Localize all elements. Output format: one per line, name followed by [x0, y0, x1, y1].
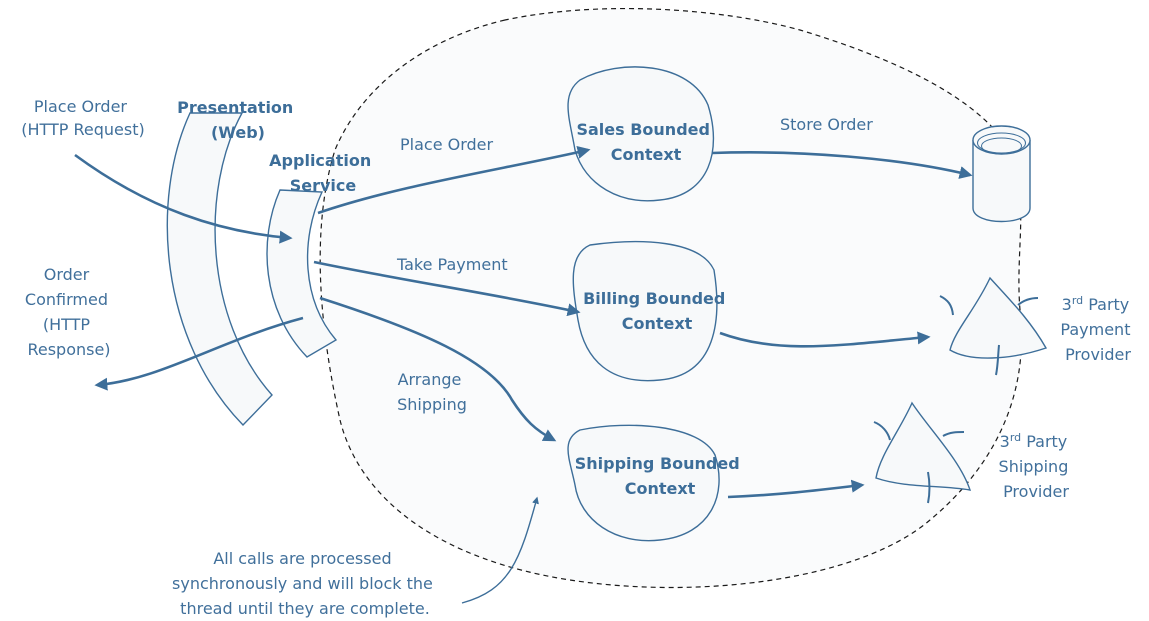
place-order-arrow [317, 145, 591, 215]
billing-context-label: Billing Bounded Context [583, 289, 731, 333]
payment-provider-icon [939, 276, 1048, 376]
shipping-context-label: Shipping Bounded Context [575, 454, 746, 498]
note-pointer-arrow [461, 496, 539, 604]
take-payment-arrow [313, 260, 581, 317]
shipping-provider-arrow [727, 479, 865, 499]
place-order-request-arrow [74, 153, 293, 244]
order-confirmed-label: Order Confirmed (HTTP Response) [25, 265, 113, 359]
store-order-arrow [711, 151, 973, 179]
presentation-layer-shape [166, 112, 273, 427]
store-order-label: Store Order [780, 115, 873, 134]
payment-provider-arrow [719, 331, 931, 348]
payment-provider-label: 3rd Party Payment Provider [1060, 294, 1135, 364]
arrange-shipping-label: Arrange Shipping [397, 370, 467, 414]
shipping-context-blob [567, 424, 720, 542]
billing-context-blob [572, 241, 718, 382]
synchronous-note: All calls are processed synchronously an… [172, 549, 438, 618]
place-order-input-label: Place Order (HTTP Request) [21, 97, 145, 139]
take-payment-label: Take Payment [396, 255, 508, 274]
order-confirmed-response-arrow [94, 316, 304, 391]
place-order-call-label: Place Order [400, 135, 494, 154]
shipping-provider-icon [873, 401, 972, 504]
application-service-label: Application Service [269, 151, 377, 195]
shipping-provider-label: 3rd Party Shipping Provider [999, 431, 1074, 501]
arrange-shipping-arrow [319, 296, 557, 442]
sales-context-blob [567, 66, 715, 202]
order-database-icon [972, 125, 1031, 223]
presentation-label: Presentation (Web) [177, 98, 299, 142]
sales-context-label: Sales Bounded Context [576, 120, 715, 164]
